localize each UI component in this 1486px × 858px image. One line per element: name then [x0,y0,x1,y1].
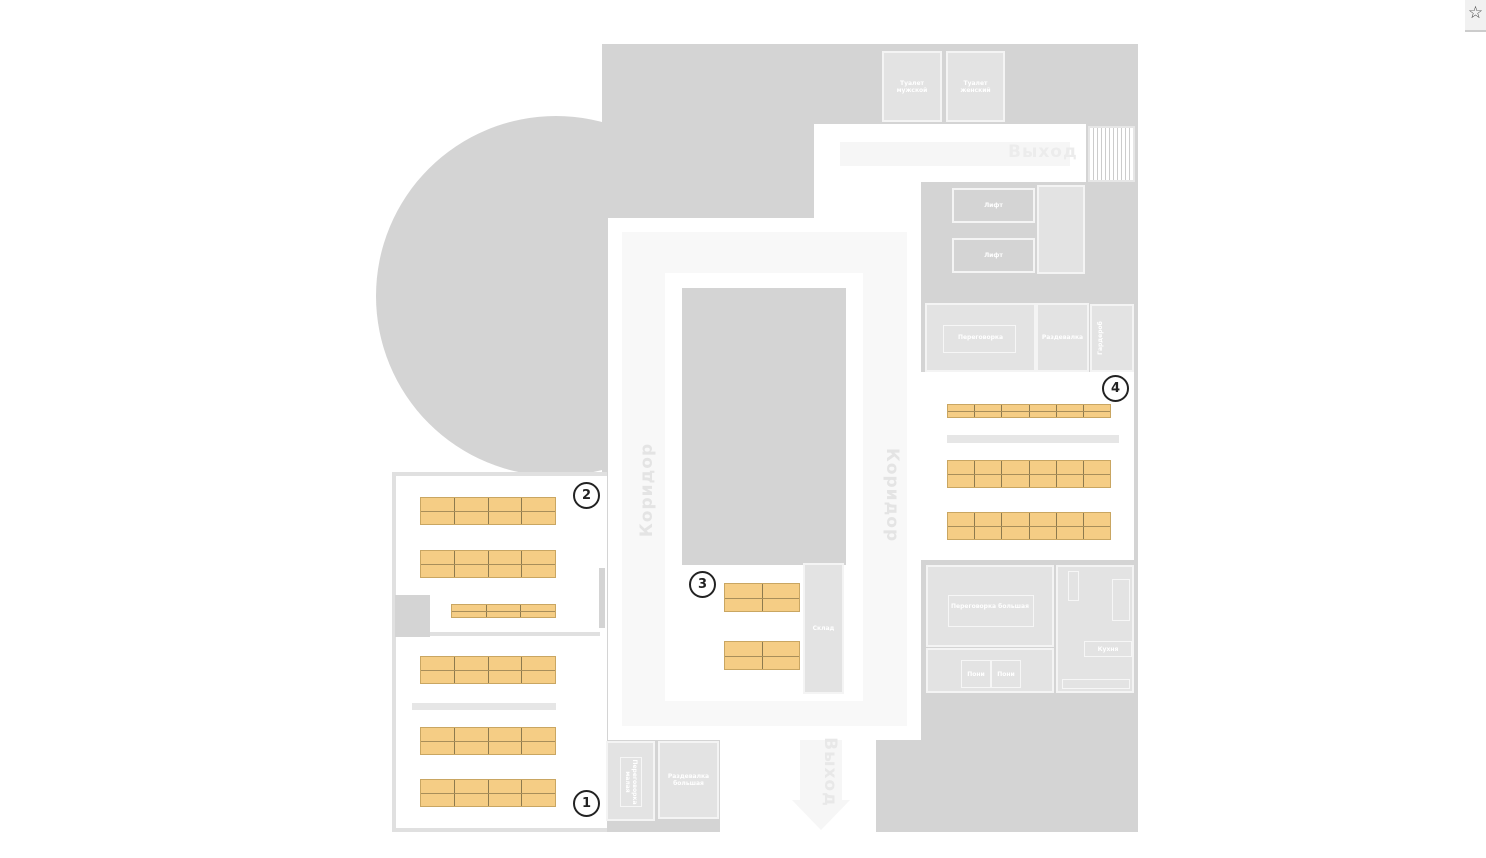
exit-arrow-top [840,142,1070,166]
zone-marker-1[interactable]: 1 [573,790,600,817]
exit-label-top: Выход [1008,142,1078,162]
corridor-label-right: Коридор [882,447,903,543]
room-label: Переговорка большая [951,602,1029,610]
zone-marker-3[interactable]: 3 [689,571,716,598]
exit-arrow [800,740,842,800]
partition [947,435,1119,443]
room-label: Лифт [984,202,1003,209]
room-label: Лифт [984,252,1003,259]
room-meeting-big[interactable]: Переговорка большая [926,565,1054,647]
desk-row[interactable] [947,512,1111,540]
exit-label-bottom: Выход [819,737,840,807]
room-booths: Пони Пони [926,648,1054,693]
room-label: Склад [812,625,835,632]
desk-row[interactable] [947,460,1111,488]
stairs [1088,126,1135,182]
room-booth-2[interactable]: Пони [991,660,1021,688]
room-lift-1[interactable]: Лифт [952,188,1035,223]
central-block [682,288,846,565]
column [395,595,430,637]
room-locker-big[interactable]: Раздевалка большая [658,741,719,819]
room-label: Переговорка малая [624,759,638,805]
desk-row[interactable] [420,497,556,525]
corridor-label-left: Коридор [637,442,658,538]
room-small[interactable]: Гардероб [1090,304,1134,372]
room-label: Гардероб [1096,321,1104,355]
desk-cluster[interactable] [724,583,800,612]
room-label: Раздевалка [1041,334,1084,341]
desk-cluster[interactable] [724,641,800,670]
room-label: Туалет женский [960,79,991,94]
zone-marker-4[interactable]: 4 [1102,375,1129,402]
room-locker[interactable]: Раздевалка [1036,303,1089,372]
exit-arrow-head [792,800,850,830]
room-storage[interactable]: Склад [803,563,844,694]
room-kitchen[interactable]: Кухня [1056,565,1134,693]
room-label: Туалет мужской [896,79,928,94]
room-label: Кухня [1084,641,1132,657]
left-wing [392,472,607,832]
desk-row[interactable] [420,550,556,578]
desk-row[interactable] [420,779,556,807]
wall [430,632,600,636]
room-meeting[interactable]: Переговорка [925,303,1036,372]
desk-row[interactable] [451,604,556,618]
room-lift-hall [1037,185,1085,274]
room-booth-1[interactable]: Пони [961,660,991,688]
zone-marker-2[interactable]: 2 [573,482,600,509]
desk-row[interactable] [420,656,556,684]
room-label: Раздевалка большая [667,773,710,787]
corridor-link [814,124,921,224]
desk-row[interactable] [947,404,1111,418]
room-meeting-small[interactable]: Переговорка малая [606,741,655,821]
room-toilet-female[interactable]: Туалет женский [946,51,1005,122]
room-lift-2[interactable]: Лифт [952,238,1035,273]
room-toilet-male[interactable]: Туалет мужской [882,51,942,122]
star-icon[interactable]: ☆ [1465,0,1486,32]
wall [599,568,605,628]
room-label: Переговорка [957,334,1004,341]
partition [412,703,556,710]
desk-row[interactable] [420,727,556,755]
